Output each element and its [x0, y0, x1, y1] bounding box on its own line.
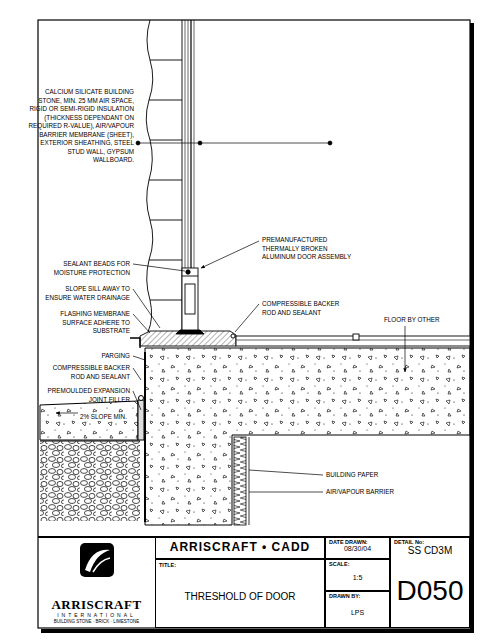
joint-filler-callout: PREMOULDED EXPANSION JOINT FILLER [40, 387, 130, 404]
stone-wall [146, 20, 153, 332]
backer-rod-callout: COMPRESSIBLE BACKER ROD AND SEALANT [262, 300, 344, 317]
wall-leader [136, 143, 330, 144]
leader-lines [133, 289, 160, 328]
floor-callout: FLOOR BY OTHER [384, 316, 464, 325]
stone-wall [194, 20, 195, 268]
company-logo [80, 543, 114, 577]
wall-leader [136, 141, 140, 145]
stone-wall [150, 220, 182, 221]
leader-lines [405, 326, 406, 372]
company-name: ARRISCRAFT • CADD [170, 541, 311, 555]
insulation-strip [234, 437, 246, 525]
exterior-walk [139, 396, 144, 401]
leader-lines [249, 492, 323, 493]
stone-wall [150, 140, 182, 141]
date-value: 08/30/04 [344, 545, 371, 553]
leader-lines [133, 391, 141, 410]
field-caption: DATE DRAWN: [329, 539, 368, 545]
door-frame [186, 270, 190, 274]
wall-assembly-note: CALCIUM SILICATE BUILDING STONE, MIN. 25… [26, 88, 134, 165]
exterior-walk [138, 400, 144, 440]
title-cell: TITLE: THRESHOLD OF DOOR [155, 559, 325, 628]
leader-lines [235, 304, 259, 332]
leader-lines [133, 264, 185, 271]
field-caption: DRAWN BY: [329, 593, 360, 599]
logo-subtitle: INTERNATIONAL [57, 613, 136, 619]
door-frame [182, 276, 198, 277]
detail-cell: DETAIL No:SS CD3MD050 [390, 537, 470, 628]
company-logo [85, 550, 110, 572]
vapour-barrier-callout: AIR/VAPOUR BARRIER [326, 488, 436, 497]
door-frame [185, 284, 195, 314]
threshold-sill [130, 331, 470, 348]
field-caption: DETAIL No: [394, 539, 424, 545]
stone-wall [149, 180, 182, 181]
stone-wall [149, 260, 182, 261]
logo-cell: ARRISCRAFTINTERNATIONALBUILDING STONE · … [38, 537, 155, 628]
leader-lines [56, 413, 78, 414]
company-logo [80, 543, 114, 577]
backer-rod-callout: COMPRESSIBLE BACKER ROD AND SEALANT [40, 364, 130, 381]
concrete-slab-foundation [145, 348, 470, 525]
scale-cell: SCALE: 1:5 [325, 559, 390, 591]
door-frame [176, 268, 204, 334]
company-cell: ARRISCRAFT • CADD [155, 537, 325, 559]
leader-lines [133, 356, 145, 360]
date-cell: DATE DRAWN:08/30/04 [325, 537, 390, 559]
building-paper-callout: BUILDING PAPER [326, 471, 436, 480]
sealant-callout: SEALANT BEADS FOR MOISTURE PROTECTION [40, 260, 130, 277]
concrete-slab-foundation [145, 348, 470, 525]
exterior-walk [40, 441, 140, 442]
insulation-strip [234, 437, 249, 525]
stone-wall [185, 20, 186, 268]
leader-lines [133, 314, 150, 333]
exterior-walk [40, 401, 138, 440]
parging-callout: PARGING [60, 352, 130, 361]
field-caption: SCALE: [329, 561, 349, 567]
drawn-by-cell: DRAWN BY:LPS [325, 591, 390, 628]
leader-lines [133, 368, 141, 380]
wall-leader [198, 141, 202, 145]
stone-wall [149, 100, 182, 101]
logo-tagline: BUILDING STONE · BRICK · LIMESTONE [54, 619, 140, 624]
slope-note: 2% SLOPE MIN. [80, 413, 127, 422]
company-logo [93, 558, 110, 572]
exterior-walk [40, 441, 140, 521]
scale-value: 1:5 [353, 567, 363, 589]
leader-lines [201, 241, 259, 268]
exterior-walk [40, 396, 144, 522]
wall-leader [328, 141, 332, 145]
stone-wall [150, 60, 182, 61]
stone-wall [150, 300, 182, 301]
stone-wall [188, 20, 189, 268]
field-caption: TITLE: [159, 562, 176, 568]
leader-lines [249, 470, 323, 475]
stone-wall [190, 20, 191, 268]
wall-leader [136, 141, 332, 145]
detail-number: D050 [397, 557, 464, 626]
flashing-callout: FLASHING MEMBRANE SURFACE ADHERE TO SUBS… [40, 310, 130, 336]
detail-code: SS CD3M [408, 545, 452, 557]
drawn-by-value: LPS [351, 599, 364, 626]
door-frame [182, 268, 198, 332]
insulation-strip [249, 437, 250, 525]
threshold-sill [353, 334, 359, 340]
sill-callout: SLOPE SILL AWAY TO ENSURE WATER DRAINAGE [40, 285, 130, 302]
threshold-sill [130, 338, 140, 348]
drawing-title: THRESHOLD OF DOOR [184, 568, 295, 625]
threshold-sill [140, 331, 236, 346]
logo-name: ARRISCRAFT [51, 598, 141, 613]
door-callout: PREMANUFACTURED THERMALLY BROKEN ALUMINU… [262, 236, 354, 262]
threshold-sill [231, 334, 235, 338]
stone-wall [146, 20, 194, 332]
